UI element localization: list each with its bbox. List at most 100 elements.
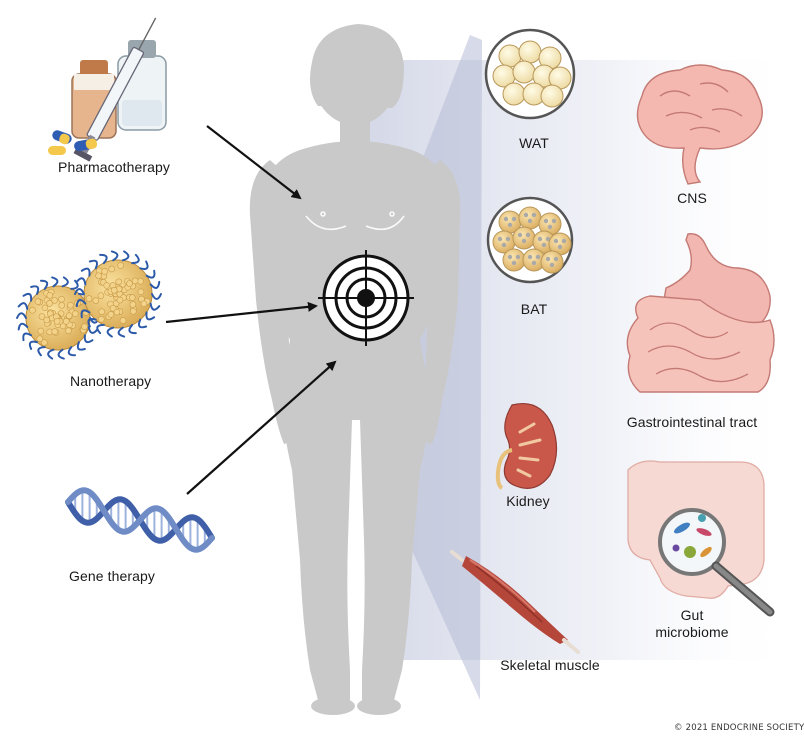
mitochondria-dot [517, 232, 523, 238]
nanoparticle-ligand [17, 322, 29, 331]
nanoparticle-ligand [121, 250, 130, 262]
nanoparticle-bead [85, 295, 93, 302]
nanoparticle-bead [113, 308, 121, 316]
mitochondria-dot [561, 238, 567, 244]
nanoparticle-bead [43, 316, 51, 324]
mitochondria-dot [507, 222, 513, 228]
bat-label: BAT [520, 301, 548, 317]
nanoparticle-ligand [67, 346, 77, 357]
nanoparticle-ligand [61, 276, 69, 288]
nanoparticle-bead [129, 301, 137, 308]
nanoparticle-bead [62, 318, 70, 325]
mitochondria-dot [507, 254, 513, 260]
nanoparticle-bead [107, 311, 115, 318]
nanoparticle-ligand [47, 348, 55, 360]
mitochondria-dot [545, 236, 551, 242]
nanoparticle-bead [51, 297, 58, 304]
mitochondria-dot [531, 260, 537, 266]
nanoparticle-bead [36, 335, 44, 343]
nanoparticle-bead [140, 300, 148, 307]
nanoparticle-bead [40, 339, 48, 346]
bat-icon [486, 196, 574, 284]
fat-cell [502, 248, 526, 272]
target-icon [318, 250, 414, 346]
nanoparticle-ligand [37, 346, 46, 357]
gut-microbiome-label-line1: Gut [680, 607, 704, 623]
nanoparticle-ligand [99, 253, 108, 265]
kidney-label: Kidney [506, 493, 550, 509]
nanoparticle-ligand [22, 292, 33, 302]
nanoparticle-bead [98, 308, 106, 316]
fat-cell [540, 84, 564, 108]
nanoparticle-ligand [110, 250, 119, 262]
gut-microbiome-icon [627, 460, 775, 617]
nanoparticle-ligand [16, 312, 27, 319]
nanoparticle-bead [119, 317, 127, 324]
nanoparticle-ligand [28, 340, 39, 350]
nanoparticle-bead [71, 310, 79, 317]
nanoparticle-bead [41, 304, 49, 312]
nanoparticle-ligand [87, 326, 99, 334]
copyright-notice: © 2021 ENDOCRINE SOCIETY [674, 723, 804, 733]
mitochondria-dot [535, 254, 541, 260]
nanoparticle-bead [110, 286, 118, 294]
mitochondria-dot [523, 212, 529, 218]
mitochondria-dot [551, 218, 557, 224]
nanoparticle-ligand [75, 277, 87, 286]
nanoparticle-ligand [117, 326, 126, 338]
mitochondria-dot [541, 242, 547, 248]
fat-cell [512, 226, 536, 250]
nanoparticle-bead [65, 312, 73, 319]
mitochondria-dot [537, 236, 543, 242]
nanoparticle-ligand [149, 302, 161, 311]
nanoparticle-ligand [131, 253, 140, 265]
cns-label: CNS [677, 190, 707, 206]
nanoparticle-ligand [75, 299, 87, 308]
nanoparticle-ligand [151, 293, 162, 300]
fat-cell [502, 82, 526, 106]
nanoparticle-ligand [128, 323, 137, 335]
nanoparticle-bead [92, 297, 100, 304]
nanoparticle-bead [137, 288, 145, 296]
mitochondria-dot [505, 236, 511, 242]
human-silhouette [249, 24, 461, 715]
nanoparticle-bead [131, 277, 139, 285]
mitochondria-dot [545, 256, 551, 262]
nanoparticle-bead [103, 282, 111, 289]
nanoparticle-ligand [145, 311, 156, 321]
nanoparticle-bead [65, 327, 72, 335]
mitochondria-dot [547, 224, 553, 230]
nanoparticle-ligand [106, 326, 115, 338]
mitochondria-dot [511, 216, 517, 222]
nanoparticle-ligand [76, 341, 86, 351]
mitochondria-dot [531, 212, 537, 218]
nanoparticle-bead [98, 315, 105, 323]
mitochondria-dot [553, 238, 559, 244]
mitochondria-dot [497, 236, 503, 242]
nanoparticle-ligand [17, 302, 29, 310]
wat-label: WAT [519, 135, 549, 151]
fat-cell [518, 206, 542, 230]
nanoparticle-ligand [145, 269, 156, 279]
mitochondria-dot [527, 218, 533, 224]
arrow-gene-therapy [186, 360, 337, 495]
nanoparticle-bead [101, 268, 108, 275]
gastrointestinal-tract-label: Gastrointestinal tract [626, 414, 758, 430]
wat-icon [484, 28, 576, 120]
mitochondria-dot [543, 218, 549, 224]
mitochondria-dot [553, 256, 559, 262]
nanoparticle-bead [129, 307, 137, 315]
mitochondria-dot [527, 254, 533, 260]
brain-icon [636, 64, 763, 185]
nanoparticle-bead [34, 298, 42, 305]
arrow-pharmacotherapy [206, 125, 302, 200]
nanoparticle-bead [95, 272, 102, 280]
nanoparticle-ligand [51, 276, 59, 288]
nanotherapy-icon [16, 250, 162, 360]
nanoparticle-bead [67, 301, 74, 309]
body-contour-lines [305, 211, 405, 231]
nanoparticle-bead [116, 296, 124, 304]
nanoparticle-bead [97, 292, 105, 299]
mitochondria-dot [525, 232, 531, 238]
